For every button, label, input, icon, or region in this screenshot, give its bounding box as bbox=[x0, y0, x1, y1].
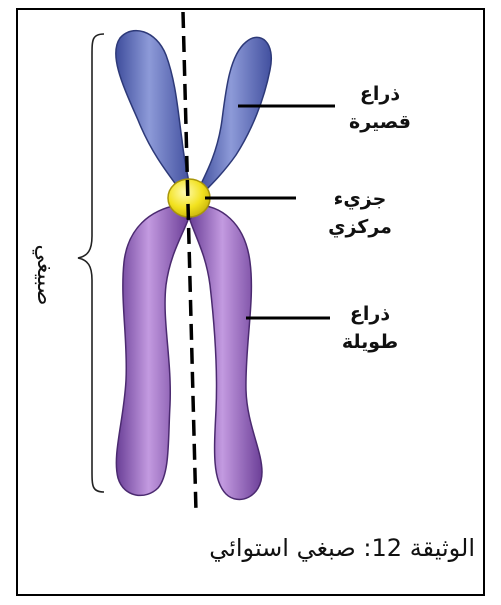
long-arm-label: ذراع طويلة bbox=[330, 300, 410, 356]
long-arm-left bbox=[116, 205, 188, 495]
division-axis-dashed-line bbox=[183, 12, 196, 512]
chromatid-brace bbox=[78, 34, 104, 492]
chromatid-label: صبيغي bbox=[29, 235, 59, 315]
long-arm-label-line2: طويلة bbox=[330, 328, 410, 356]
centromere-label-line2: مركزي bbox=[300, 213, 420, 241]
short-arm-label-line1: ذراع bbox=[340, 80, 420, 108]
short-arm-right bbox=[198, 37, 271, 192]
long-arm-label-line1: ذراع bbox=[330, 300, 410, 328]
short-arm-left bbox=[116, 31, 190, 190]
centromere-label: جزيء مركزي bbox=[300, 185, 420, 241]
long-arm-right bbox=[190, 205, 262, 499]
centromere-label-line1: جزيء bbox=[300, 185, 420, 213]
short-arm-label-line2: قصيرة bbox=[340, 108, 420, 136]
short-arm-label: ذراع قصيرة bbox=[340, 80, 420, 136]
figure-caption: الوثيقة 12: صبغي استوائي bbox=[110, 530, 475, 566]
